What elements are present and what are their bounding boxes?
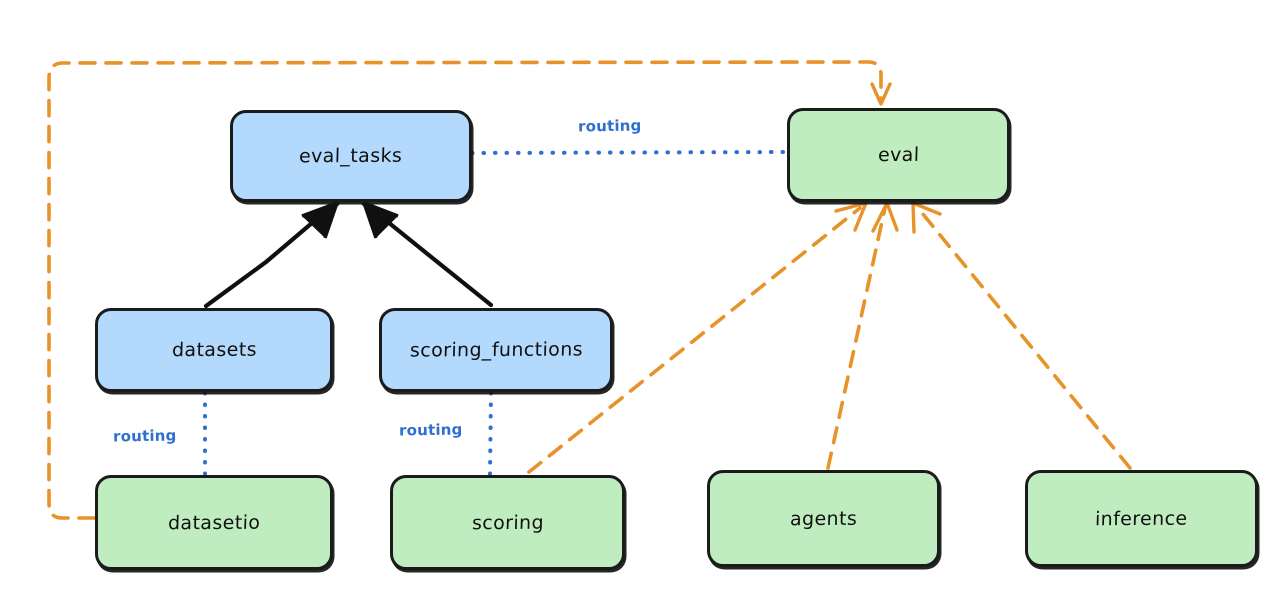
node-agents[interactable]: agents [707, 470, 940, 567]
node-label-inference: inference [1094, 507, 1189, 530]
edge-datasetio-to-eval [47, 60, 892, 520]
edge-label-routing-scoring: routing [398, 420, 463, 440]
node-eval-tasks[interactable]: eval_tasks [230, 110, 472, 202]
edge-scoring-functions-to-scoring [488, 391, 493, 476]
edge-inference-to-eval [911, 201, 1132, 470]
edge-scoring-to-eval [527, 201, 868, 474]
node-label-datasetio: datasetio [167, 511, 261, 534]
node-label-datasets: datasets [171, 338, 257, 362]
node-datasets[interactable]: datasets [95, 308, 333, 392]
edge-label-routing-eval: routing [577, 116, 642, 136]
node-label-eval-tasks: eval_tasks [299, 144, 403, 168]
node-datasetio[interactable]: datasetio [95, 475, 333, 570]
node-inference[interactable]: inference [1025, 470, 1258, 567]
node-label-scoring-functions: scoring_functions [409, 338, 583, 362]
edge-scoring-functions-to-eval-tasks [361, 201, 494, 308]
node-eval[interactable]: eval [787, 108, 1010, 202]
node-label-scoring: scoring [471, 511, 544, 534]
node-scoring-functions[interactable]: scoring_functions [379, 308, 613, 392]
edge-datasets-to-eval-tasks [203, 201, 340, 309]
edge-agents-to-eval [826, 201, 899, 470]
edge-eval-tasks-to-eval [470, 150, 788, 155]
node-label-eval: eval [877, 143, 920, 167]
edge-label-routing-datasetio: routing [112, 426, 177, 446]
node-label-agents: agents [789, 507, 858, 530]
node-scoring[interactable]: scoring [390, 475, 625, 570]
